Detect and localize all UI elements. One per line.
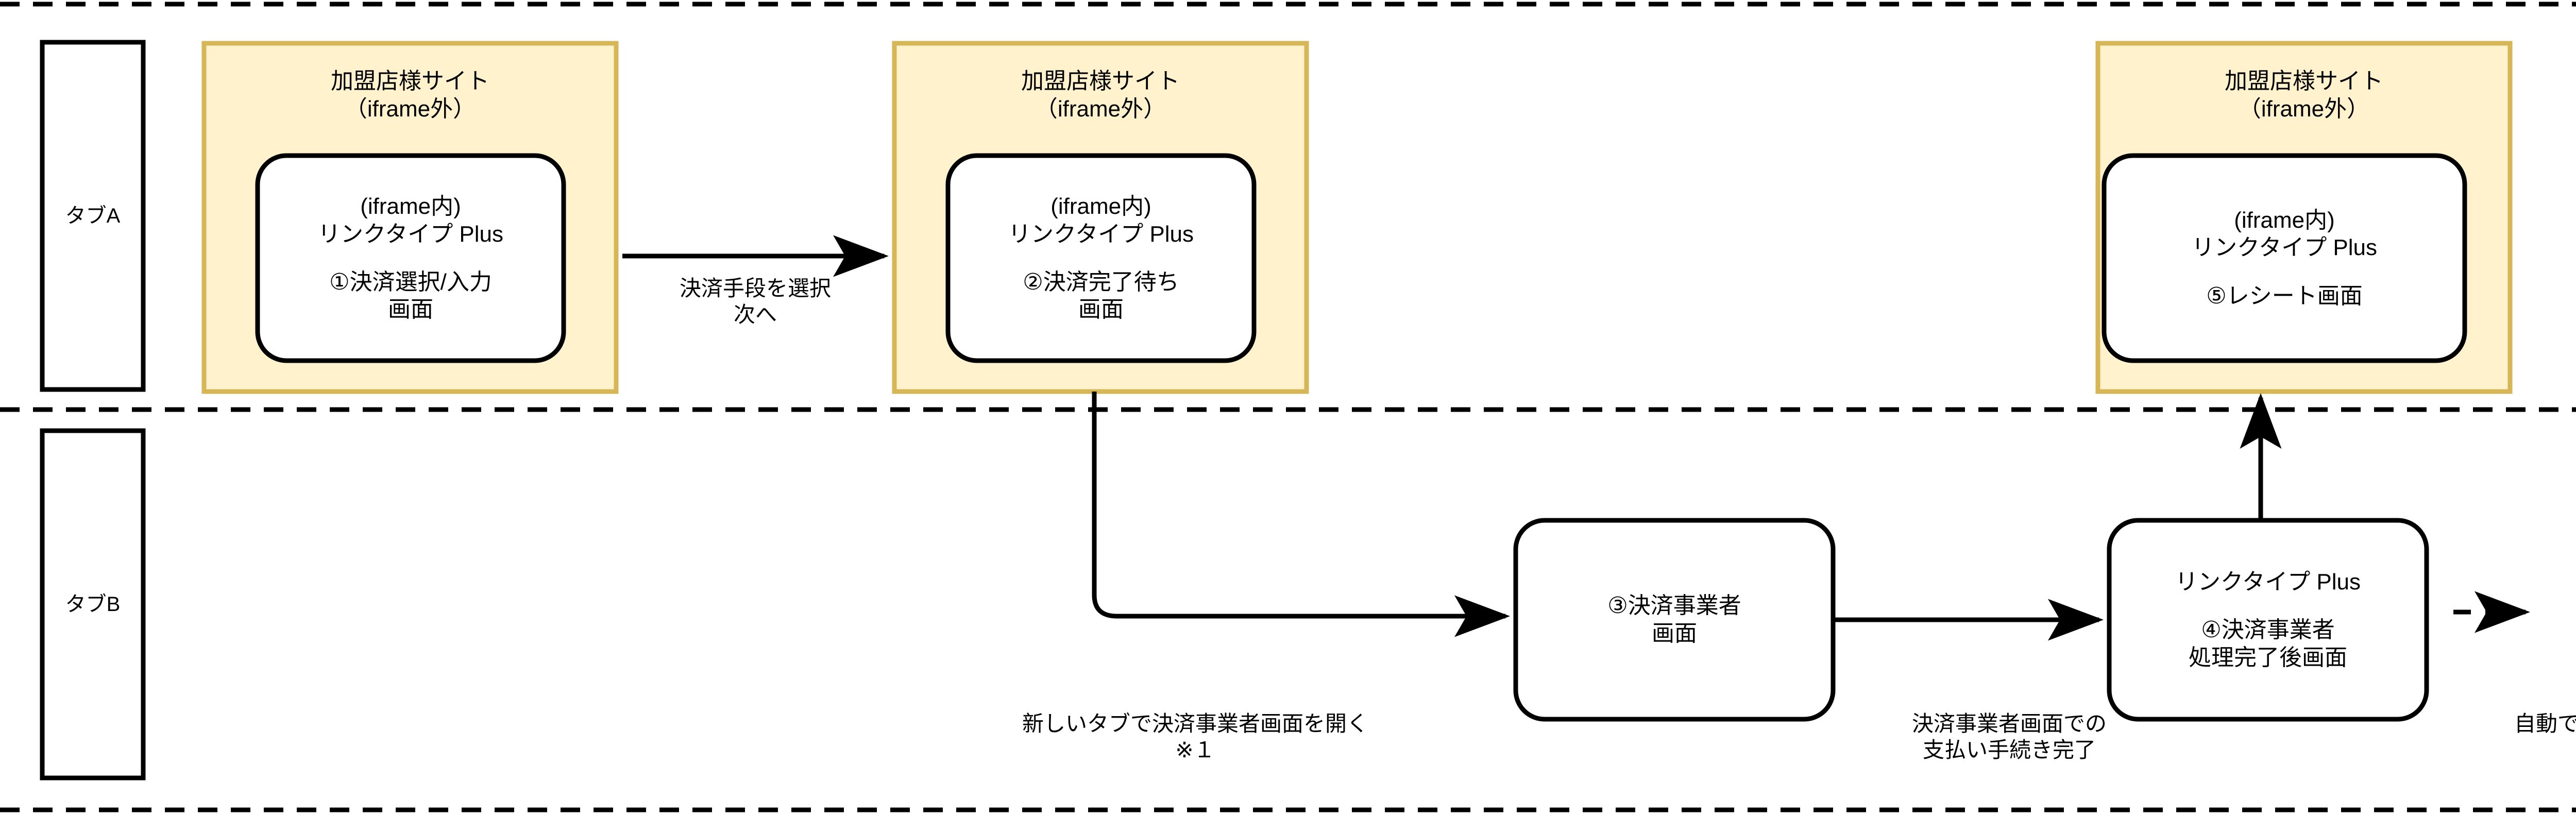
- screen-box-1: [255, 153, 566, 363]
- screen-box-2: [945, 153, 1257, 363]
- lane-box-tab-a: [40, 40, 146, 392]
- screen-box-4: [2107, 518, 2429, 722]
- connector-2-to-3: [1092, 392, 1510, 637]
- screen-box-3: [1513, 518, 1836, 722]
- lane-box-tab-b: [40, 428, 146, 781]
- screen-box-5: [2102, 153, 2467, 363]
